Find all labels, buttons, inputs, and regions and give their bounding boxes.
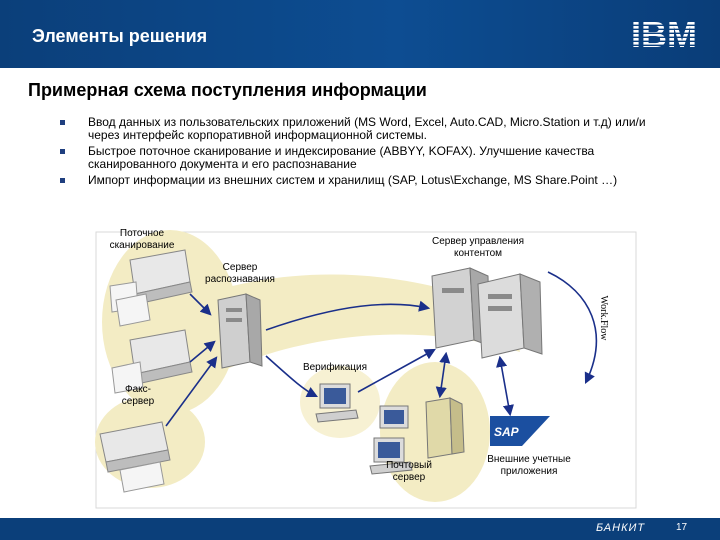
- label-verification: Верификация: [302, 362, 368, 373]
- bullet-icon: [60, 178, 65, 183]
- page-number: 17: [676, 522, 688, 533]
- bullet-item: Быстрое поточное сканирование и индексир…: [60, 145, 680, 171]
- arrow-workflow-loop: [547, 271, 598, 385]
- arrow-scan-to-recognition: [189, 293, 212, 316]
- label-content-server: Сервер управления контентом: [432, 236, 524, 259]
- bullet-item: Импорт информации из внешних систем и хр…: [60, 174, 680, 187]
- header-bar: Элементы решения IBM: [0, 0, 720, 68]
- arrow-recognition-to-content: [265, 300, 431, 331]
- label-fax-server: Факс- сервер: [121, 384, 155, 407]
- arrow-fax-to-recognition: [165, 356, 218, 427]
- mail-workstation-icon: [369, 405, 413, 475]
- arrow-recognition-to-verification: [265, 355, 319, 398]
- label-recognition-server: Сервер распознавания: [205, 262, 275, 285]
- recognition-server-icon: [217, 293, 263, 369]
- arrow-mail-to-content: [435, 351, 451, 399]
- footer-brand: БАНКИТ: [596, 522, 646, 534]
- arrow-verification-to-content: [357, 348, 436, 393]
- scanner-icon: [109, 249, 193, 327]
- label-workflow: Work.Flow: [598, 295, 609, 341]
- mail-server-icon: [425, 397, 465, 459]
- footer-bar: БАНКИТ 17: [0, 518, 720, 540]
- ibm-logo: IBM: [631, 14, 697, 52]
- bullet-text: Ввод данных из пользовательских приложен…: [88, 115, 646, 142]
- page-subtitle: Примерная схема поступления информации: [28, 80, 427, 100]
- content-server-icon: [431, 267, 543, 359]
- svg-text:SAP: SAP: [494, 425, 520, 439]
- label-external-apps: Внешние учетные приложения: [487, 454, 571, 477]
- scanner-icon: [111, 329, 193, 394]
- bullet-item: Ввод данных из пользовательских приложен…: [60, 116, 680, 142]
- bullet-text: Быстрое поточное сканирование и индексир…: [88, 144, 595, 171]
- bullet-icon: [60, 120, 65, 125]
- diagram-canvas: SAP: [95, 230, 637, 509]
- arrow-scan2-to-recognition: [189, 340, 216, 363]
- information-flow-diagram: SAP Поточное сканирование Сервер управле…: [90, 222, 650, 512]
- diagram-frame: [95, 231, 637, 509]
- label-streaming-scan: Поточное сканирование: [109, 228, 175, 251]
- svg-text:IBM: IBM: [631, 14, 697, 52]
- label-mail-server: Почтовый сервер: [386, 460, 432, 483]
- bullet-icon: [60, 149, 65, 154]
- header-title: Элементы решения: [32, 26, 208, 46]
- verification-workstation-icon: [315, 383, 359, 423]
- arrow-sap-to-content: [496, 355, 514, 417]
- flow-arrows: [165, 271, 598, 427]
- bullet-text: Импорт информации из внешних систем и хр…: [88, 173, 618, 187]
- bullet-list: Ввод данных из пользовательских приложен…: [60, 116, 680, 190]
- sap-logo: SAP: [490, 416, 550, 446]
- fax-icon: [99, 421, 171, 493]
